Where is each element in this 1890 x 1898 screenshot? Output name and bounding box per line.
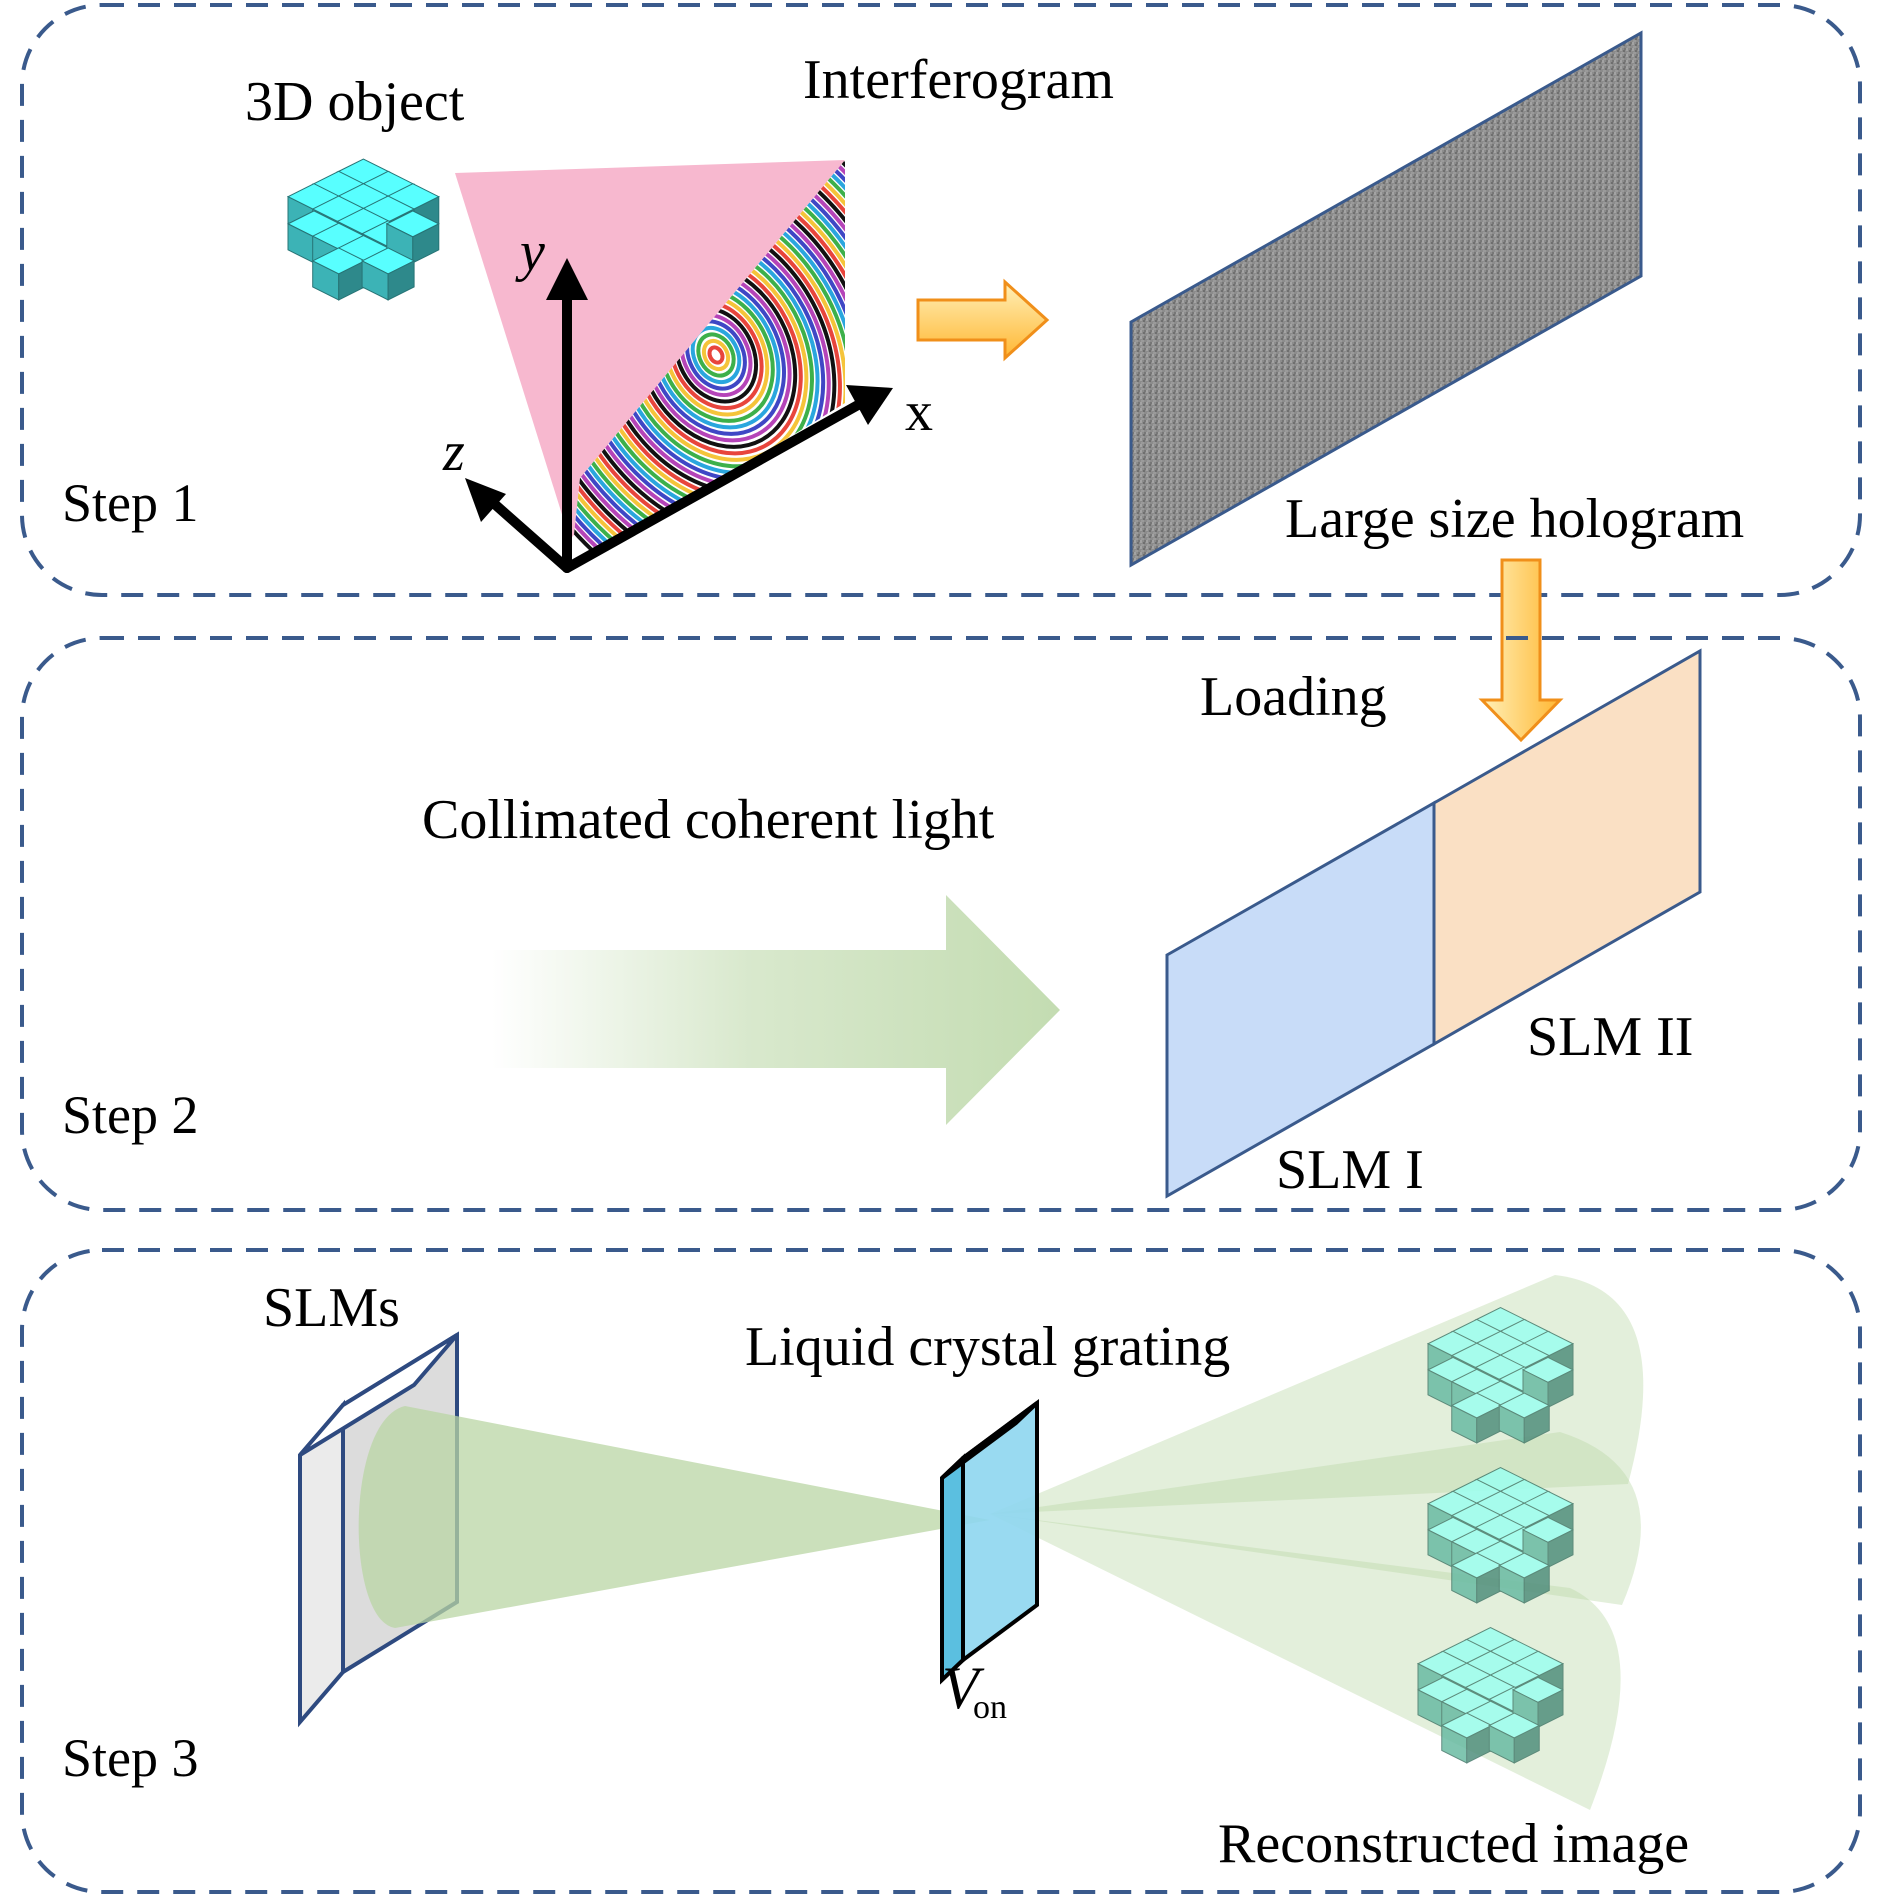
interference-ring — [707, 345, 725, 365]
x-axis-label: x — [905, 381, 933, 443]
object-label: 3D object — [245, 71, 465, 133]
axes — [485, 287, 863, 573]
liquid-crystal-grating — [940, 1399, 1039, 1685]
cube-cluster-icon — [1426, 1466, 1575, 1604]
step1-panel: y x z 3D object Interferogram Large size… — [20, 3, 1862, 597]
cube-face — [1523, 1564, 1550, 1604]
z-axis-label: z — [442, 421, 465, 483]
cube-face — [1547, 1369, 1574, 1409]
interference-ring — [696, 332, 736, 378]
object-beam — [455, 160, 845, 540]
large-hologram — [1129, 30, 1643, 568]
cube-cluster-icon — [1416, 1626, 1565, 1764]
orange-right-arrow-icon — [916, 278, 1050, 362]
z-axis — [485, 495, 572, 573]
reconstructed-label: Reconstructed image — [1218, 1813, 1689, 1875]
y-axis-arrowhead — [546, 258, 588, 300]
cube-face — [1513, 1724, 1540, 1764]
hologram-label: Large size hologram — [1285, 488, 1744, 550]
step2-panel: Loading Collimated coherent light SLM II… — [20, 636, 1862, 1212]
cube-face — [1547, 1529, 1574, 1569]
slm2-label: SLM II — [1527, 1006, 1693, 1068]
cube-face — [1537, 1689, 1564, 1729]
step3-label: Step 3 — [62, 1728, 199, 1788]
step2-frame — [20, 636, 1862, 1212]
coherent-light-arrow — [492, 895, 1060, 1125]
orange-down-arrow-icon — [1478, 558, 1564, 743]
cube-face — [412, 223, 440, 264]
step1-label: Step 1 — [62, 473, 199, 533]
x-axis — [562, 400, 863, 573]
y-axis-label: y — [515, 221, 545, 283]
cube-cluster-icon — [286, 158, 440, 301]
light-label: Collimated coherent light — [422, 789, 995, 851]
voltage-label: V — [942, 1655, 985, 1721]
slm1-label: SLM I — [1276, 1139, 1424, 1201]
slm2-panel — [1432, 648, 1702, 1047]
converging-beam — [358, 1406, 990, 1628]
x-axis-arrowhead — [846, 385, 893, 425]
grating-label: Liquid crystal grating — [745, 1316, 1230, 1378]
z-axis-arrowhead — [465, 478, 506, 522]
cube-face — [387, 260, 415, 301]
step3-frame — [20, 1248, 1862, 1894]
voltage-subscript: on — [973, 1689, 1007, 1726]
slms-label: SLMs — [263, 1277, 400, 1339]
step1-frame — [20, 3, 1862, 597]
step2-label: Step 2 — [62, 1085, 199, 1145]
cube-face — [1523, 1404, 1550, 1444]
loading-label: Loading — [1200, 666, 1387, 728]
interference-ring — [701, 338, 731, 372]
step3-panel: SLMs Liquid crystal grating V on Reconst… — [20, 1248, 1862, 1894]
interferogram-label: Interferogram — [803, 49, 1114, 111]
cube-cluster-icon — [1426, 1306, 1575, 1444]
slm1-panel — [1165, 800, 1436, 1199]
